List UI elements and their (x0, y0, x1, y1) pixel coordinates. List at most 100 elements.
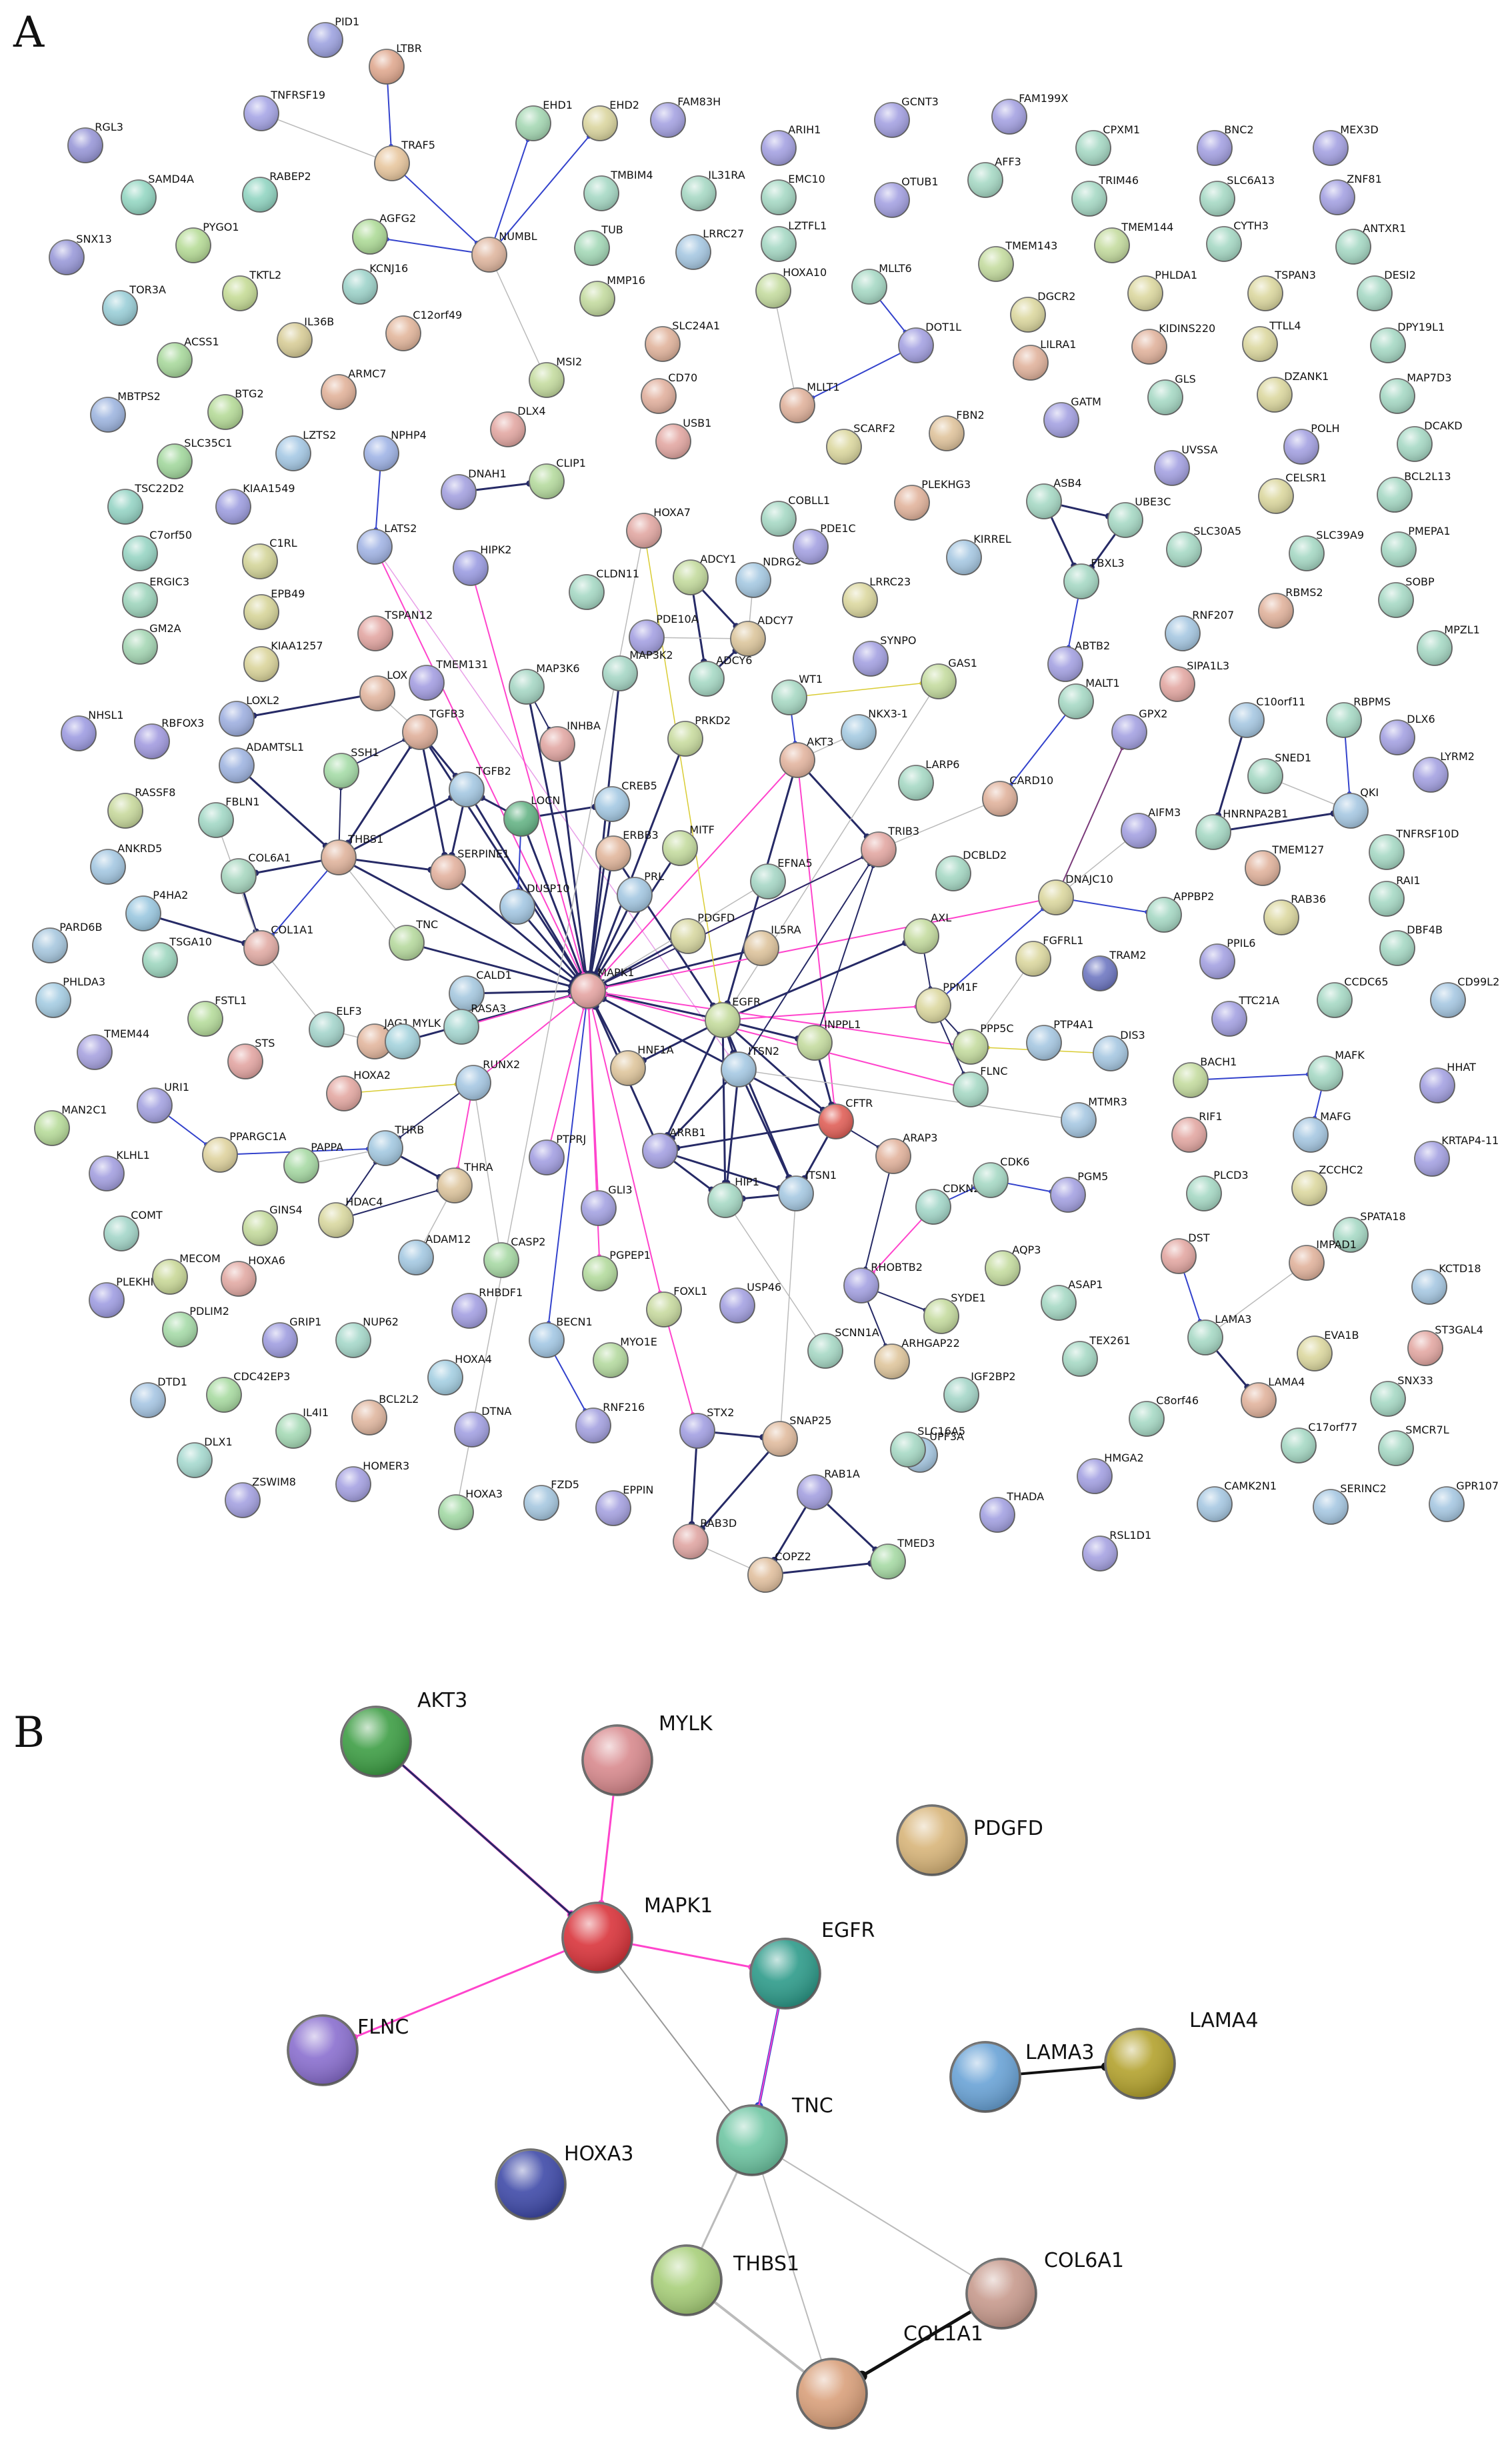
a-node-label-asb4: ASB4 (1053, 477, 1081, 489)
a-node-label-slc6a13: SLC6A13 (1227, 174, 1275, 187)
a-node-label-trib3: TRIB3 (887, 825, 919, 837)
a-edge-lox-loxl2 (235, 692, 379, 720)
a-node-shine-tmed3 (871, 1544, 905, 1579)
a-edge-il5ra-mapk1 (587, 947, 763, 992)
a-node-fstl1: FSTL1 (187, 994, 247, 1037)
a-node-kiaa1549: KIAA1549 (215, 482, 295, 525)
a-node-shine-cdk6 (973, 1163, 1008, 1197)
a-node-shine-grip1 (263, 1323, 297, 1358)
a-node-shine-qki (1333, 793, 1368, 828)
a-node-label-hipk2: HIPK2 (480, 543, 511, 556)
a-node-shine-locn (504, 801, 539, 836)
a-edge-dnajc10-mapk1 (587, 897, 1057, 991)
a-node-label-rabep2: RABEP2 (269, 170, 311, 183)
a-edge-hoxa10-mllt1 (773, 290, 798, 406)
a-edge-mapk1-foxl1 (587, 990, 665, 1310)
a-node-serinc2: SERINC2 (1313, 1482, 1387, 1525)
a-node-eppin: EPPIN (595, 1484, 653, 1526)
a-node-shine-itsn2 (721, 1052, 756, 1087)
a-node-akt3: AKT3 (779, 735, 833, 778)
a-edge-arap3-rhobtb2 (861, 1155, 894, 1286)
a-node-label-kctd18: KCTD18 (1439, 1262, 1481, 1275)
a-node-label-prl: PRL (644, 870, 664, 883)
a-node-shine-tmem143 (979, 247, 1013, 281)
a-node-hoxa7: HOXA7 (626, 506, 691, 549)
a-node-zswim8: ZSWIM8 (225, 1476, 296, 1518)
a-node-locn: LOCN (503, 794, 560, 837)
a-node-kiaa1257: KIAA1257 (243, 639, 323, 682)
a-node-lox: LOX (359, 669, 407, 711)
b-node-label-mapk1: MAPK1 (644, 1894, 713, 1918)
a-node-shine-ndrg2 (736, 563, 771, 597)
a-node-label-dnah1: DNAH1 (468, 467, 506, 480)
a-node-shine-mafg (1293, 1117, 1328, 1152)
b-node-label-flnc: FLNC (357, 2016, 409, 2039)
a-node-label-trim46: TRIM46 (1098, 174, 1139, 187)
a-edge-egfr-ppm1f (722, 1005, 934, 1021)
a-node-ccdc65: CCDC65 (1317, 975, 1389, 1018)
a-node-spata18: SPATA18 (1333, 1210, 1406, 1253)
a-node-hmga2: HMGA2 (1077, 1452, 1144, 1494)
a-node-tspan3: TSPAN3 (1247, 269, 1316, 311)
a-node-shine-myo1e (593, 1343, 628, 1378)
a-node-shine-tmem144 (1095, 228, 1129, 263)
a-node-shine-card10 (983, 781, 1017, 816)
a-node-fbxl3: FBXL3 (1063, 557, 1125, 599)
a-node-col1a1: COL1A1 (243, 923, 313, 966)
a-node-samd4a: SAMD4A (121, 173, 194, 215)
a-node-shine-ppil6 (1200, 944, 1235, 979)
a-node-label-col6a1: COL6A1 (248, 851, 291, 864)
a-node-snx13: SNX13 (49, 233, 112, 275)
a-node-rbpms: RBPMS (1326, 695, 1391, 738)
a-node-label-usb1: USB1 (683, 417, 711, 429)
a-node-label-hdac4: HDAC4 (345, 1195, 383, 1208)
a-edge-cftr-mapk1 (587, 989, 837, 1123)
a-node-smcr7l: SMCR7L (1378, 1424, 1449, 1466)
a-node-label-akt3: AKT3 (807, 735, 833, 748)
a-node-tmbim4: TMBIM4 (583, 169, 653, 211)
a-node-shine-msi2 (529, 363, 564, 397)
a-edge-flnc-mapk1 (587, 990, 971, 1090)
a-node-shine-hnrnpa2b1 (1196, 815, 1231, 849)
a-node-fgfrl1: FGFRL1 (1015, 934, 1083, 977)
a-node-shine-snx13 (49, 240, 84, 275)
a-node-shine-kcnj16 (343, 269, 377, 304)
a-node-label-erbb3: ERBB3 (623, 829, 658, 841)
a-node-label-tmbim4: TMBIM4 (610, 169, 653, 181)
a-node-label-lzts2: LZTS2 (303, 429, 336, 441)
a-node-shine-tex261 (1063, 1342, 1097, 1376)
a-node-shine-snx33 (1371, 1382, 1405, 1416)
a-edge-tnfrsf19-traf5 (261, 113, 393, 164)
a-node-label-tmem144: TMEM144 (1121, 221, 1173, 233)
a-node-fam199x: FAM199X (991, 92, 1068, 135)
a-node-shine-lilra1 (1013, 345, 1048, 380)
a-node-label-dst: DST (1188, 1232, 1209, 1244)
a-node-tub: TUB (574, 223, 623, 266)
b-node-thbs1: THBS1 (651, 2244, 799, 2316)
b-node-mylk: MYLK (581, 1712, 713, 1796)
a-node-shine-rhobtb2 (844, 1268, 879, 1303)
a-node-larp6: LARP6 (898, 758, 959, 801)
a-node-impad1: IMPAD1 (1289, 1238, 1357, 1281)
a-node-label-eppin: EPPIN (623, 1484, 653, 1496)
a-node-label-rab1a: RAB1A (824, 1468, 860, 1480)
a-node-label-gls: GLS (1175, 373, 1195, 385)
a-node-dot1l: DOT1L (898, 321, 961, 363)
a-node-label-gpr107: GPR107 (1456, 1480, 1499, 1492)
a-node-dlx6: DLX6 (1379, 713, 1435, 755)
a-node-cpxm1: CPXM1 (1075, 123, 1140, 166)
a-node-shine-hdac4 (319, 1203, 353, 1238)
b-edge-col1a1-tnc (751, 2140, 833, 2394)
a-node-label-cyth3: CYTH3 (1233, 219, 1269, 232)
a-node-shine-mafk (1308, 1056, 1343, 1091)
a-node-shine-c10orf11 (1229, 703, 1264, 737)
a-node-shine-bcl2l13 (1377, 477, 1412, 512)
a-node-label-hoxa2: HOXA2 (353, 1069, 391, 1081)
a-node-label-sobp: SOBP (1405, 575, 1435, 588)
a-node-label-plcd3: PLCD3 (1213, 1169, 1248, 1181)
a-node-shine-sned1 (1248, 759, 1283, 793)
a-node-label-mafg: MAFG (1320, 1110, 1351, 1123)
a-node-thrb: THRB (367, 1123, 424, 1166)
a-node-shine-impad1 (1289, 1246, 1324, 1280)
a-node-label-mex3d: MEX3D (1340, 123, 1378, 136)
